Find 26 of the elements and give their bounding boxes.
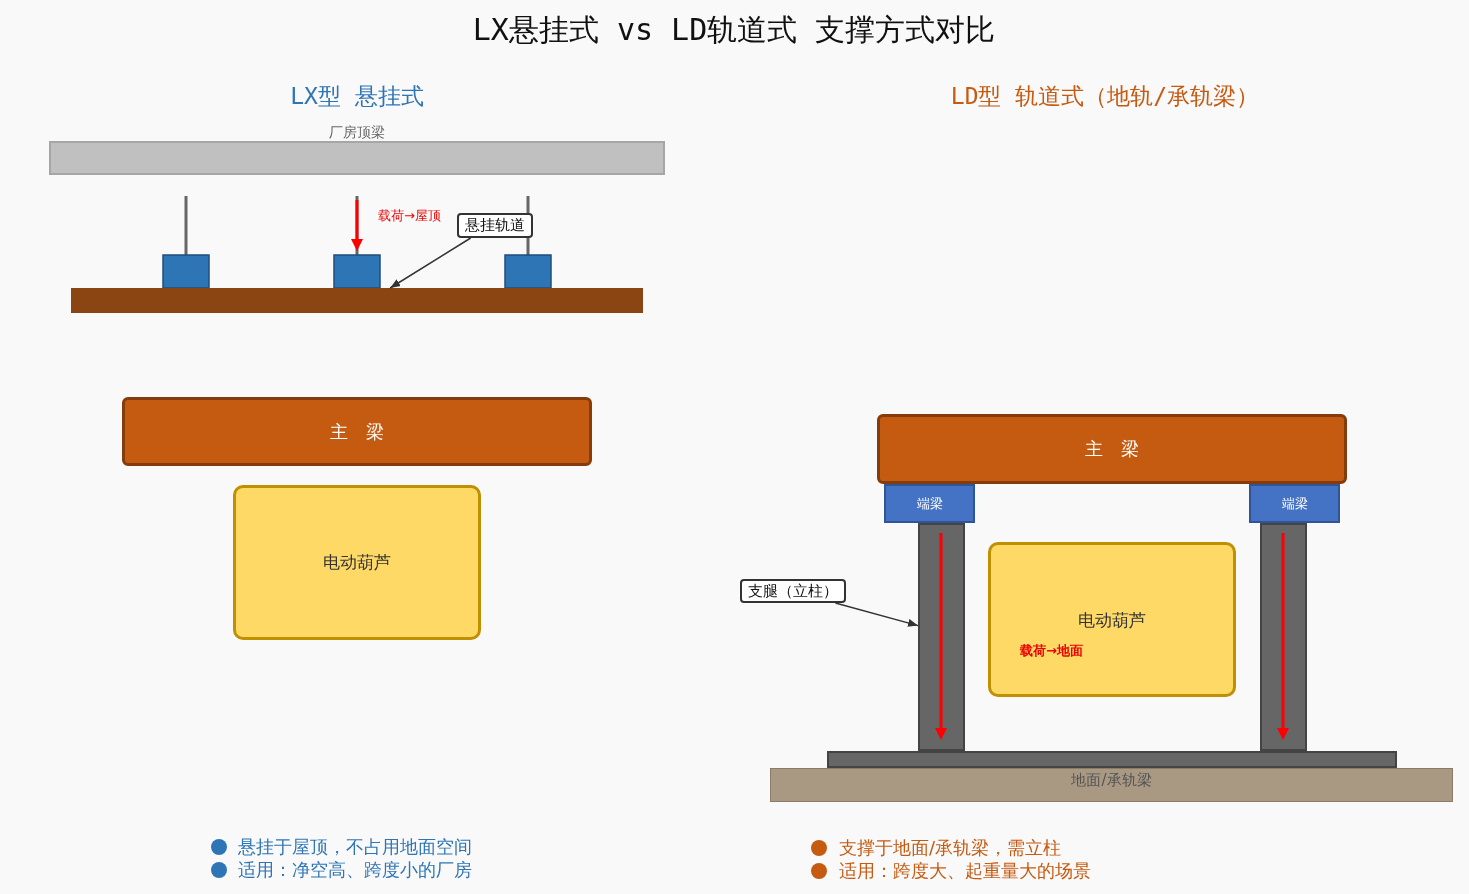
- note-text: 悬挂于屋顶，不占用地面空间: [238, 836, 472, 858]
- main-girder: 主 梁: [877, 414, 1347, 484]
- load-note: 载荷→屋顶: [378, 207, 441, 224]
- hoist-label: 电动葫芦: [1078, 609, 1146, 631]
- end-beam: 端梁: [884, 484, 975, 523]
- hoist-box: 电动葫芦: [233, 485, 481, 640]
- leader-line: [389, 237, 472, 289]
- end-beam: 端梁: [1249, 484, 1340, 523]
- callout-label: 支腿（立柱）: [740, 579, 846, 603]
- callout-label: 悬挂轨道: [457, 213, 533, 238]
- main-girder: 主 梁: [122, 397, 592, 466]
- diagram-title: LX悬挂式 vs LD轨道式 支撑方式对比: [472, 11, 996, 49]
- load-note: 载荷→地面: [1020, 642, 1083, 659]
- note-text: 适用：净空高、跨度小的厂房: [238, 859, 472, 881]
- base-plate: [827, 751, 1397, 768]
- ground-slab: 地面/承轨梁: [770, 768, 1453, 802]
- note-text: 适用：跨度大、起重量大的场景: [839, 860, 1091, 882]
- support-column: [1260, 523, 1307, 751]
- support-column: [918, 523, 965, 751]
- rail-track: [71, 288, 643, 313]
- panel-heading: LD型 轨道式（地轨/承轨梁）: [950, 82, 1260, 111]
- leader-line: [834, 602, 919, 627]
- note-text: 支撑于地面/承轨梁，需立柱: [839, 837, 1062, 859]
- beam-label: 厂房顶梁: [329, 124, 385, 141]
- hoist-box: [988, 542, 1236, 697]
- panel-heading: LX型 悬挂式: [290, 82, 424, 111]
